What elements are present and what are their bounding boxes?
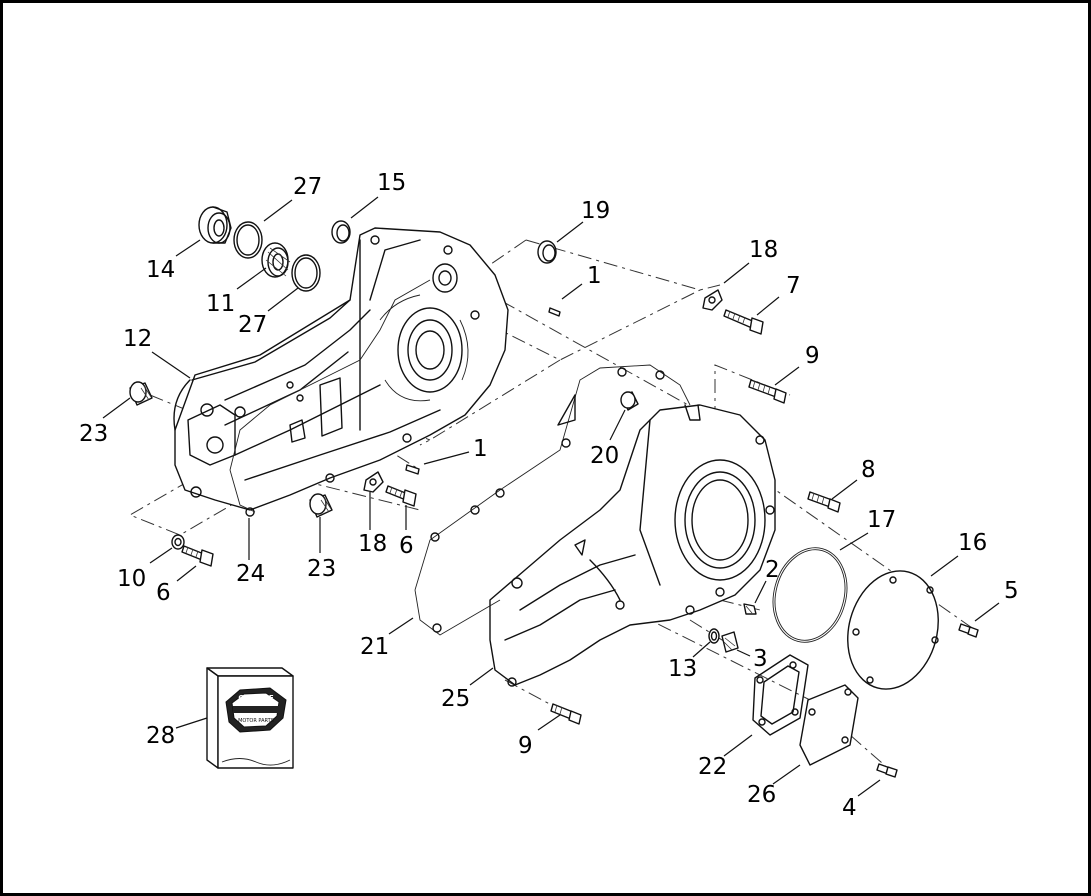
callout-21: 21 bbox=[360, 634, 389, 660]
badge-bottom-text: MOTOR PARTS bbox=[238, 718, 274, 724]
callout-9-upper: 9 bbox=[805, 343, 820, 369]
callout-23-left: 23 bbox=[79, 421, 108, 447]
o-ring-17 bbox=[772, 547, 848, 643]
badge-top-text: GENUINE bbox=[238, 694, 274, 702]
callout-6-upper: 6 bbox=[399, 533, 414, 559]
seal-15 bbox=[331, 220, 351, 244]
needle-bearing-23a bbox=[129, 381, 153, 406]
callout-16: 16 bbox=[958, 530, 987, 556]
derby-cover-16 bbox=[847, 570, 939, 690]
bushing-20 bbox=[620, 391, 639, 411]
screw-9b bbox=[550, 703, 582, 725]
callout-12: 12 bbox=[123, 326, 152, 352]
callout-18-upper: 18 bbox=[749, 237, 778, 263]
callout-27-lower: 27 bbox=[238, 312, 267, 338]
bearing-14 bbox=[198, 206, 232, 244]
callout-28: 28 bbox=[146, 723, 175, 749]
screw-5 bbox=[958, 623, 979, 638]
callout-15: 15 bbox=[377, 170, 406, 196]
leader-lines bbox=[102, 196, 1000, 797]
tab-washer-18a bbox=[702, 289, 723, 311]
genuine-parts-logo: GENUINE MOTOR PARTS bbox=[225, 687, 287, 733]
callout-22: 22 bbox=[698, 754, 727, 780]
callout-4: 4 bbox=[842, 795, 857, 821]
screw-4 bbox=[876, 763, 898, 778]
outer-primary-cover bbox=[489, 404, 776, 687]
inspection-gasket-22 bbox=[752, 654, 809, 736]
bolt-7 bbox=[723, 309, 764, 335]
callout-23-right: 23 bbox=[307, 556, 336, 582]
callout-13: 13 bbox=[668, 656, 697, 682]
callout-11: 11 bbox=[206, 291, 235, 317]
callout-5: 5 bbox=[1004, 578, 1019, 604]
callout-1-upper: 1 bbox=[587, 263, 602, 289]
needle-bearing-23b bbox=[309, 493, 333, 518]
o-ring-13 bbox=[708, 628, 720, 644]
callout-2: 2 bbox=[765, 557, 780, 583]
inner-primary-housing bbox=[173, 227, 509, 517]
dowel-pin-1b bbox=[405, 464, 420, 475]
callout-9-lower: 9 bbox=[518, 733, 533, 759]
retaining-ring-27b bbox=[291, 254, 321, 292]
gasket-24 bbox=[229, 279, 431, 513]
screw-8 bbox=[807, 491, 841, 513]
callout-20: 20 bbox=[590, 443, 619, 469]
dowel-pin-1a bbox=[548, 307, 561, 317]
callout-14: 14 bbox=[146, 257, 175, 283]
screw-9a bbox=[748, 379, 787, 404]
plug-2 bbox=[743, 603, 757, 615]
callout-26: 26 bbox=[747, 782, 776, 808]
bearing-11 bbox=[261, 242, 291, 278]
callout-17: 17 bbox=[867, 507, 896, 533]
callout-25: 25 bbox=[441, 686, 470, 712]
seal-19 bbox=[537, 240, 557, 264]
callout-3: 3 bbox=[753, 646, 768, 672]
bolt-6b bbox=[181, 545, 214, 567]
parts-box-28: GENUINE MOTOR PARTS bbox=[206, 667, 294, 769]
washer-10 bbox=[171, 534, 185, 550]
gasket-21 bbox=[414, 364, 691, 636]
callout-27-upper: 27 bbox=[293, 174, 322, 200]
callout-10: 10 bbox=[117, 566, 146, 592]
retaining-ring-27a bbox=[233, 221, 263, 259]
callout-18-lower: 18 bbox=[358, 531, 387, 557]
callout-24: 24 bbox=[236, 561, 265, 587]
callout-labels: 27 15 19 14 11 27 1 18 7 12 9 23 1 20 8 … bbox=[79, 170, 1019, 821]
callout-1-lower: 1 bbox=[473, 436, 488, 462]
callout-6-lower: 6 bbox=[156, 580, 171, 606]
callout-19: 19 bbox=[581, 198, 610, 224]
tab-washer-18b bbox=[363, 471, 384, 493]
callout-7: 7 bbox=[786, 273, 801, 299]
bolt-6a bbox=[385, 485, 417, 507]
plug-3 bbox=[721, 631, 739, 653]
callout-8: 8 bbox=[861, 457, 876, 483]
inspection-cover-26 bbox=[799, 684, 859, 766]
